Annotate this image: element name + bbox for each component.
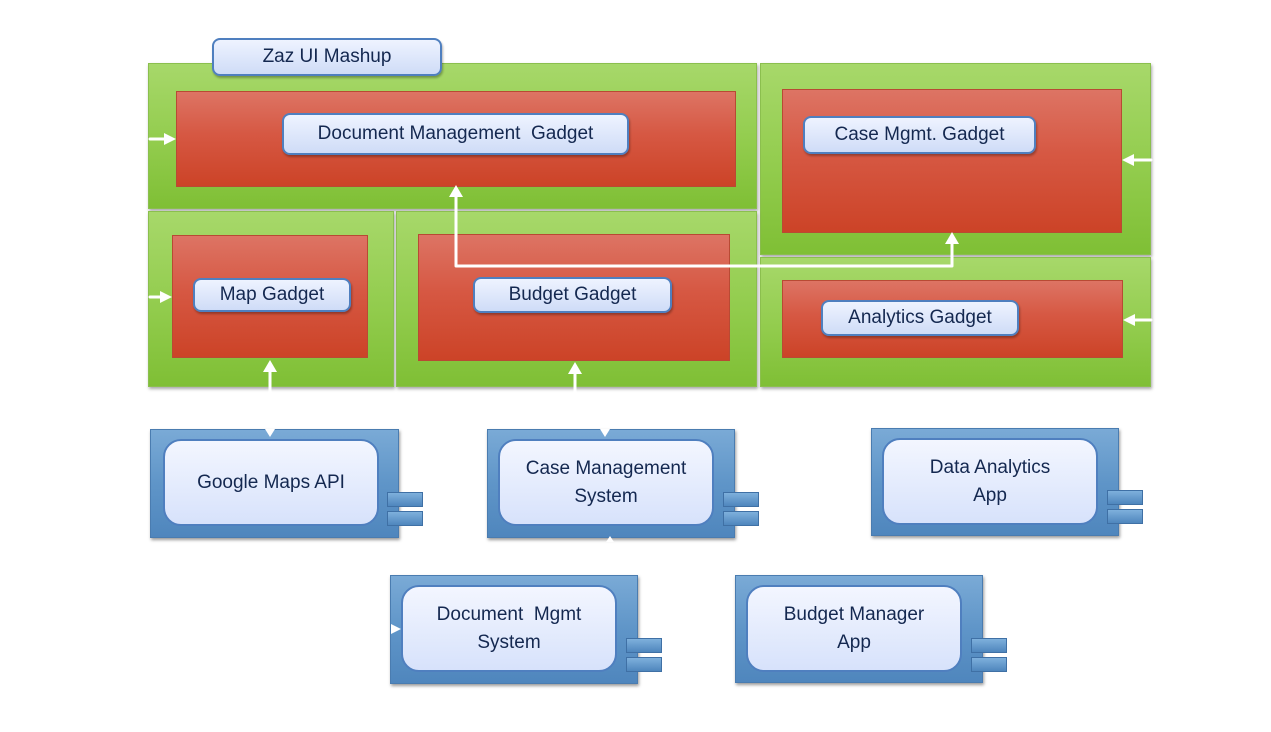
case-mgmt-gadget[interactable] xyxy=(782,89,1122,233)
case-mgmt-gadget-label: Case Mgmt. Gadget xyxy=(803,116,1036,154)
google-maps-api-label: Google Maps API xyxy=(163,439,379,526)
data-analytics-app-component[interactable]: Data Analytics App xyxy=(871,428,1119,536)
google-maps-port-icon xyxy=(387,492,423,507)
budget-manager-port-icon xyxy=(971,638,1007,653)
document-mgmt-system-component[interactable]: Document Mgmt System xyxy=(390,575,638,684)
case-management-system-component[interactable]: Case Management System xyxy=(487,429,735,538)
budget-manager-app-component[interactable]: Budget Manager App xyxy=(735,575,983,683)
case-management-port-icon xyxy=(723,492,759,507)
data-analytics-port-icon xyxy=(1107,509,1143,524)
google-maps-api-component[interactable]: Google Maps API xyxy=(150,429,399,538)
mashup-title: Zaz UI Mashup xyxy=(212,38,442,76)
google-maps-port-icon xyxy=(387,511,423,526)
case-management-port-icon xyxy=(723,511,759,526)
document-mgmt-port-icon xyxy=(626,657,662,672)
data-analytics-port-icon xyxy=(1107,490,1143,505)
budget-gadget-label: Budget Gadget xyxy=(473,277,672,313)
budget-manager-port-icon xyxy=(971,657,1007,672)
map-gadget-label: Map Gadget xyxy=(193,278,351,312)
document-mgmt-system-label: Document Mgmt System xyxy=(401,585,617,672)
budget-manager-app-label: Budget Manager App xyxy=(746,585,962,672)
data-analytics-app-label: Data Analytics App xyxy=(882,438,1098,525)
case-management-system-label: Case Management System xyxy=(498,439,714,526)
document-management-gadget-label: Document Management Gadget xyxy=(282,113,629,155)
analytics-gadget-label: Analytics Gadget xyxy=(821,300,1019,336)
document-mgmt-port-icon xyxy=(626,638,662,653)
